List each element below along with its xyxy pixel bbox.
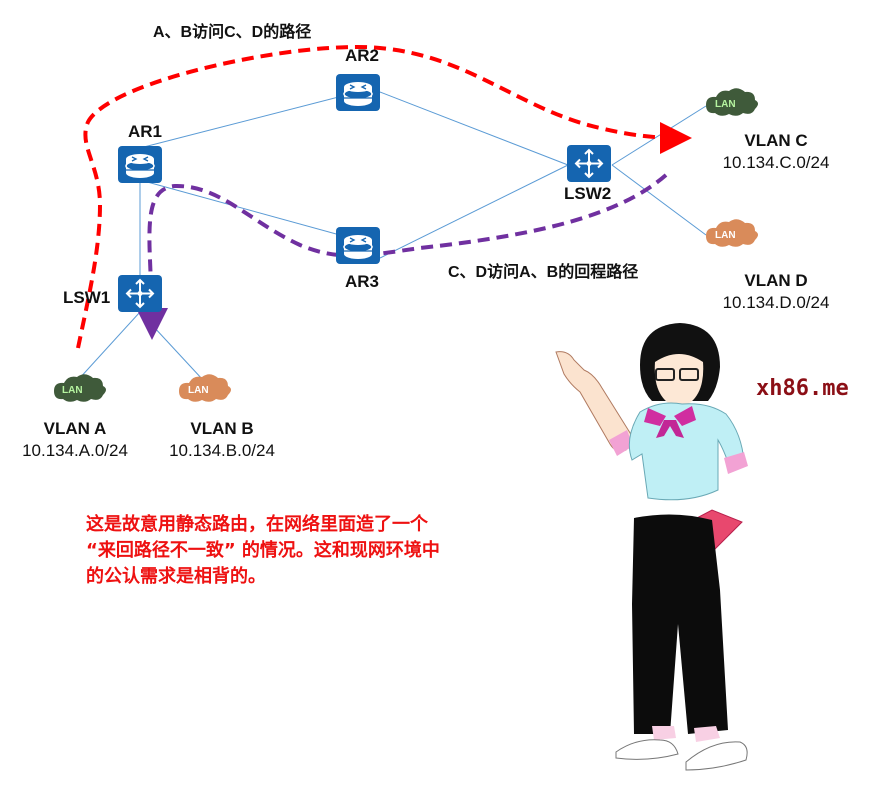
vlan-c-label: VLAN C 10.134.C.0/24 (706, 130, 846, 174)
router-icon-ar1[interactable] (117, 145, 163, 184)
vlan-a-subnet: 10.134.A.0/24 (22, 441, 128, 460)
vlan-a-name: VLAN A (43, 419, 107, 438)
lan-cloud-b-text: LAN (188, 385, 209, 396)
forward-path-label: A、B访问C、D的路径 (153, 24, 312, 41)
vlan-d-label: VLAN D 10.134.D.0/24 (706, 270, 846, 314)
link-lsw1-lanb (139, 311, 204, 381)
brand-watermark: xh86.me (756, 376, 849, 401)
vlan-d-name: VLAN D (744, 271, 808, 290)
device-label-ar3: AR3 (345, 272, 380, 291)
router-icon-ar2[interactable] (335, 73, 381, 112)
link-ar1-ar2 (139, 91, 359, 149)
links (77, 91, 707, 381)
router-icon-ar3[interactable] (335, 226, 381, 265)
device-label-lsw2: LSW2 (564, 184, 612, 203)
return-path-label: C、D访问A、B的回程路径 (448, 264, 639, 281)
device-label-lsw1: LSW1 (63, 288, 111, 307)
explanation-note: 这是故意用静态路由，在网络里面造了一个 “来回路径不一致” 的情况。这和现网环境… (86, 512, 546, 590)
device-label-ar1: AR1 (128, 122, 163, 141)
note-line-3: 的公认需求是相背的。 (86, 566, 266, 587)
note-line-1: 这是故意用静态路由，在网络里面造了一个 (86, 514, 428, 535)
lan-cloud-a-text: LAN (62, 385, 83, 396)
teacher-illustration (555, 323, 748, 771)
vlan-b-label: VLAN B 10.134.B.0/24 (152, 418, 292, 462)
lan-cloud-c[interactable] (706, 88, 758, 116)
switch-icon-lsw2[interactable] (566, 144, 612, 183)
lan-cloud-d-text: LAN (715, 230, 736, 241)
link-ar2-lsw2 (379, 91, 569, 166)
note-line-2: “来回路径不一致” 的情况。这和现网环境中 (86, 540, 440, 561)
vlan-a-label: VLAN A 10.134.A.0/24 (5, 418, 145, 462)
lan-cloud-d[interactable] (706, 219, 758, 247)
vlan-c-name: VLAN C (744, 131, 808, 150)
lan-cloud-a[interactable] (54, 374, 106, 402)
forward-path-arrow (76, 45, 692, 349)
lan-cloud-b[interactable] (179, 374, 231, 402)
link-lsw2-land (611, 164, 707, 236)
link-lsw1-lana (77, 311, 141, 381)
lan-cloud-c-text: LAN (715, 99, 736, 110)
vlan-c-subnet: 10.134.C.0/24 (722, 153, 830, 172)
device-label-ar2: AR2 (345, 46, 380, 65)
switch-icon-lsw1[interactable] (117, 274, 163, 313)
link-ar3-lsw2 (379, 164, 569, 259)
vlan-b-name: VLAN B (190, 419, 254, 438)
link-lsw2-lanc (611, 105, 707, 166)
vlan-b-subnet: 10.134.B.0/24 (169, 441, 275, 460)
link-ar1-ar3 (139, 179, 359, 241)
vlan-d-subnet: 10.134.D.0/24 (722, 293, 830, 312)
return-path-arrow (135, 173, 668, 340)
